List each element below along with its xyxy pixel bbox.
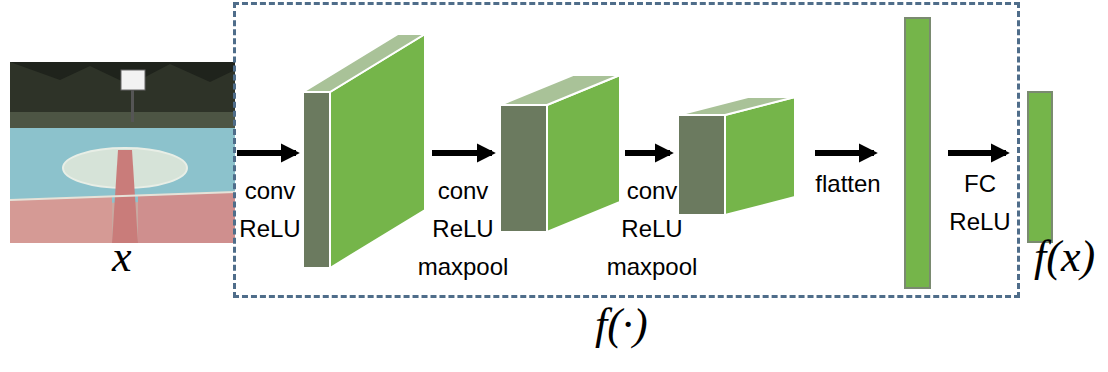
feature-map-3 (678, 97, 795, 215)
function-symbol: f(·) (595, 300, 648, 350)
input-symbol: x (112, 232, 132, 282)
output-symbol: f(x) (1034, 232, 1095, 282)
feature-map-1 (303, 34, 425, 268)
feature-map-2 (500, 75, 620, 232)
layer-label: flatten (800, 165, 896, 203)
layer-label: conv ReLU (222, 172, 318, 248)
flat-vector (905, 18, 930, 288)
input-photo (10, 62, 235, 243)
layer-label: conv ReLU maxpool (604, 172, 700, 286)
output-vector (1028, 92, 1052, 242)
flow-arrows (237, 150, 1006, 156)
layer-label: conv ReLU maxpool (415, 172, 511, 286)
layer-label: FC ReLU (932, 165, 1028, 241)
